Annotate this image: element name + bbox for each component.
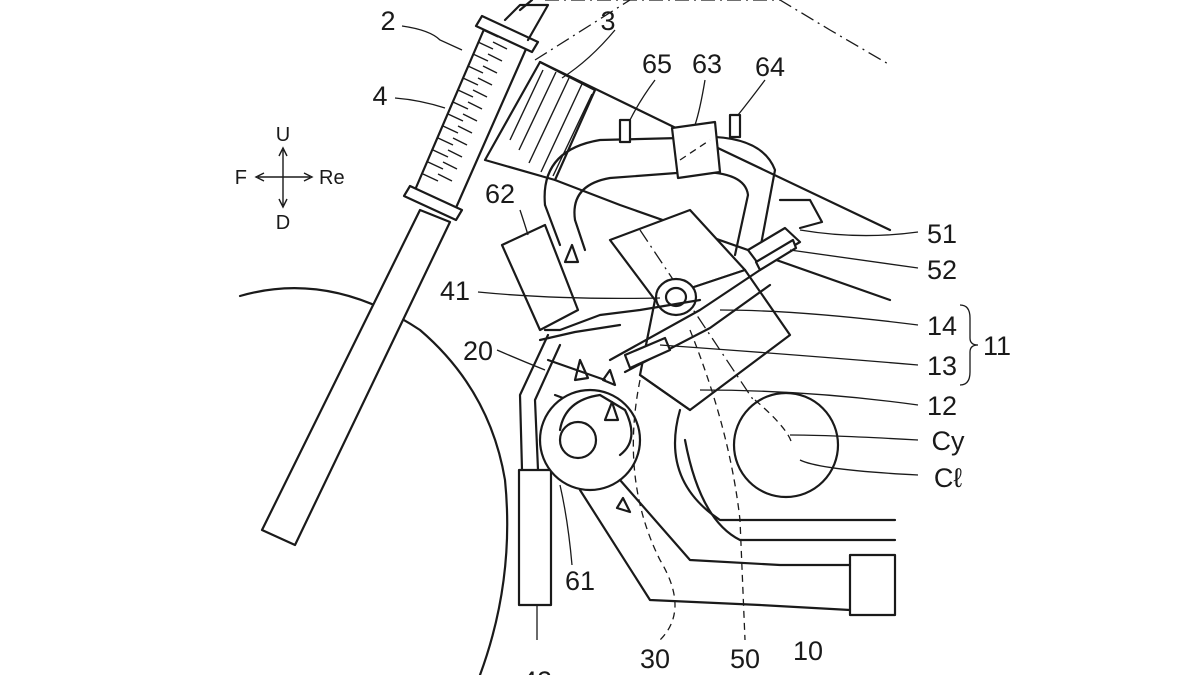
label-63: 63 xyxy=(692,49,722,79)
component-63 xyxy=(670,120,722,180)
label-cy: Cy xyxy=(932,426,965,456)
steering-head-pipe xyxy=(402,14,540,222)
crankshaft-cl xyxy=(732,391,840,499)
flow-arrow-up-2 xyxy=(563,243,580,264)
frame-dashdot-1 xyxy=(534,0,631,61)
canister-hose xyxy=(543,298,702,332)
flow-arrow-down-1 xyxy=(601,368,617,387)
direction-up-label: U xyxy=(276,124,290,146)
direction-front-label: F xyxy=(235,167,247,189)
label-10: 10 xyxy=(793,636,823,666)
canister-62 xyxy=(500,223,580,332)
steering-stem-top xyxy=(503,3,550,42)
label-65: 65 xyxy=(642,49,672,79)
injector xyxy=(623,336,672,370)
component-51-52 xyxy=(746,226,802,272)
rear-frame-bracket xyxy=(778,198,824,230)
sensor-65 xyxy=(618,118,632,144)
label-13: 13 xyxy=(927,351,957,381)
hose-30 xyxy=(632,379,676,641)
flow-arrow-down-2 xyxy=(615,496,632,514)
direction-rear-label: Re xyxy=(319,167,345,189)
intake-pipe-50 xyxy=(608,268,762,362)
label-30: 30 xyxy=(640,644,670,674)
label-64: 64 xyxy=(755,52,785,82)
label-11: 11 xyxy=(983,331,1011,361)
label-14: 14 xyxy=(927,311,957,341)
component-42 xyxy=(517,468,553,607)
label-61: 61 xyxy=(565,566,595,596)
label-3: 3 xyxy=(600,6,615,36)
front-fork xyxy=(260,208,452,547)
label-20: 20 xyxy=(463,336,493,366)
label-4: 4 xyxy=(372,81,387,111)
hose-50 xyxy=(689,329,746,641)
exhaust-pipe-10 xyxy=(578,438,897,617)
label-50: 50 xyxy=(730,644,760,674)
label-51: 51 xyxy=(927,219,957,249)
main-frame-lower xyxy=(553,178,892,302)
reference-labels: 2 3 4 65 63 64 62 51 52 41 14 11 13 20 1… xyxy=(372,6,1011,675)
throttle-body-41 xyxy=(654,277,698,317)
label-42: 42 xyxy=(522,666,552,675)
flow-arrow-up-1 xyxy=(573,358,590,382)
label-62: 62 xyxy=(485,179,515,209)
label-41: 41 xyxy=(440,276,470,306)
sensor-64 xyxy=(728,113,742,139)
canister-hose-2 xyxy=(538,323,622,342)
engine-lower-outline xyxy=(673,408,897,522)
direction-down-label: D xyxy=(276,212,290,234)
brace-11 xyxy=(959,304,979,386)
label-52: 52 xyxy=(927,255,957,285)
flow-arrow-up-3 xyxy=(603,400,620,422)
crankcase-61 xyxy=(538,388,642,492)
direction-compass: U D F Re xyxy=(235,124,345,234)
label-cl: Cℓ xyxy=(934,463,962,493)
leader-lines xyxy=(394,25,919,640)
label-2: 2 xyxy=(380,6,395,36)
fuel-tank-outline xyxy=(545,0,891,66)
front-wheel xyxy=(238,287,509,675)
label-12: 12 xyxy=(927,391,957,421)
